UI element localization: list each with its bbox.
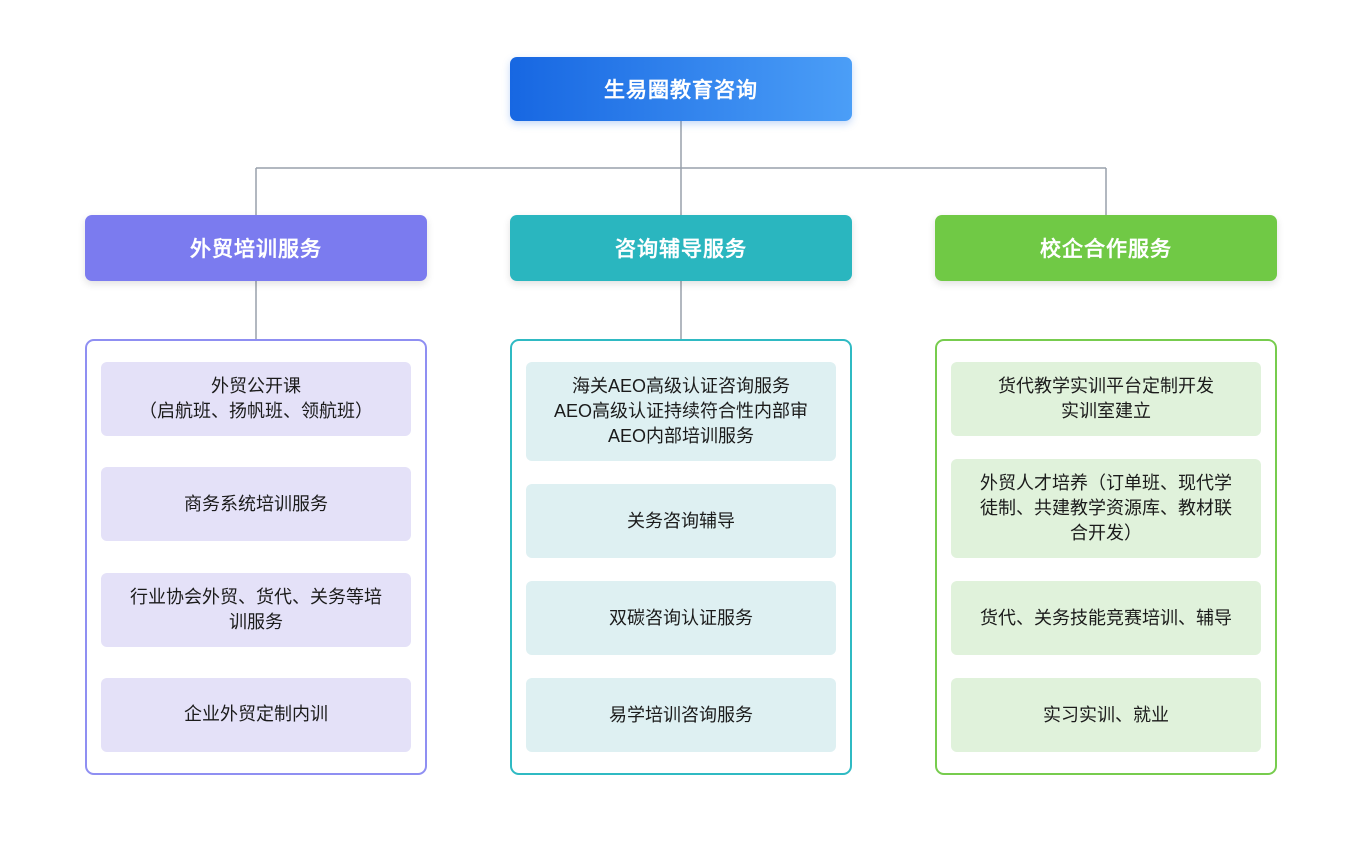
branch-container: 货代教学实训平台定制开发 实训室建立 外贸人才培养（订单班、现代学 徒制、共建教… [935, 339, 1277, 775]
service-item: 货代教学实训平台定制开发 实训室建立 [951, 362, 1261, 436]
branch-consulting-coaching: 咨询辅导服务 海关AEO高级认证咨询服务 AEO高级认证持续符合性内部审 AEO… [510, 215, 852, 775]
branch-container: 外贸公开课 （启航班、扬帆班、领航班） 商务系统培训服务 行业协会外贸、货代、关… [85, 339, 427, 775]
service-item: 货代、关务技能竞赛培训、辅导 [951, 581, 1261, 655]
service-item: 行业协会外贸、货代、关务等培 训服务 [101, 572, 411, 647]
root-node: 生易圈教育咨询 [510, 57, 852, 121]
branch-header: 校企合作服务 [935, 215, 1277, 281]
branch-header: 外贸培训服务 [85, 215, 427, 281]
service-item: 双碳咨询认证服务 [526, 581, 836, 655]
branch-foreign-trade-training: 外贸培训服务 外贸公开课 （启航班、扬帆班、领航班） 商务系统培训服务 行业协会… [85, 215, 427, 775]
branch-school-enterprise-cooperation: 校企合作服务 货代教学实训平台定制开发 实训室建立 外贸人才培养（订单班、现代学… [935, 215, 1277, 775]
service-item: 海关AEO高级认证咨询服务 AEO高级认证持续符合性内部审 AEO内部培训服务 [526, 362, 836, 461]
service-item: 外贸人才培养（订单班、现代学 徒制、共建教学资源库、教材联 合开发） [951, 459, 1261, 558]
service-item: 关务咨询辅导 [526, 484, 836, 558]
branch-container: 海关AEO高级认证咨询服务 AEO高级认证持续符合性内部审 AEO内部培训服务 … [510, 339, 852, 775]
service-item: 实习实训、就业 [951, 678, 1261, 752]
branch-header: 咨询辅导服务 [510, 215, 852, 281]
service-item: 外贸公开课 （启航班、扬帆班、领航班） [101, 362, 411, 436]
service-item: 商务系统培训服务 [101, 467, 411, 542]
service-item: 易学培训咨询服务 [526, 678, 836, 752]
service-item: 企业外贸定制内训 [101, 677, 411, 752]
